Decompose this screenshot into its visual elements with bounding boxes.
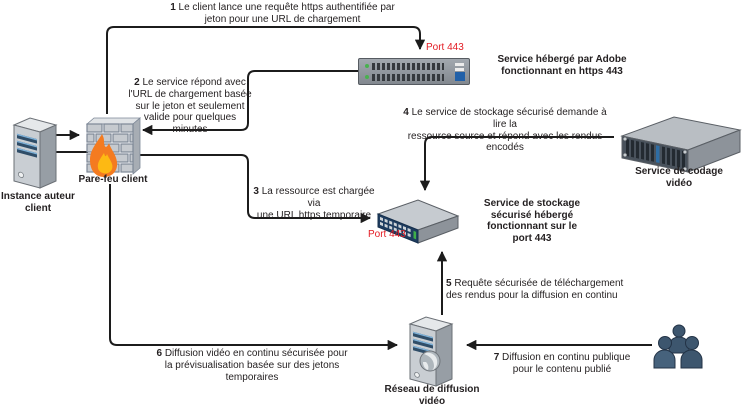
coding-rack-server-icon [612,114,748,174]
switch-slot [455,63,464,66]
adobe-label: Service hébergé par Adobe fonctionnant e… [497,54,627,77]
author-tower-server-icon [8,110,62,190]
storage-network-switch-icon [374,196,462,248]
cdn-globe-server-icon [404,310,460,388]
adobe-rack-switch-icon [358,58,470,85]
switch-led [365,64,369,68]
annotation-3: 3 La ressource est chargée via une URL h… [253,186,375,221]
arrow-6-path [109,184,399,351]
cdn-label: Réseau de diffusion vidéo [384,384,480,407]
firewall-flame-icon [83,112,141,182]
author-label: Instance auteur client [1,191,75,214]
annotation-7: 7 Diffusion en continu publique pour le … [493,352,631,375]
storage-port-label: Port 443 [368,229,406,240]
annotation-5: 5 Requête sécurisée de téléchargement de… [446,278,624,301]
switch-port-row [372,63,444,70]
annotation-4: 4 Le service de stockage sécurisé demand… [403,107,607,154]
switch-uplink-port [455,72,465,81]
adobe-port-label: Port 443 [426,42,464,53]
switch-port-row [372,74,444,81]
arrow-1-path [106,26,426,114]
annotation-2: 2 Le service répond avec l'URL de charge… [128,77,252,136]
switch-slot [455,68,464,71]
user-group-icon [652,322,706,376]
switch-led [365,75,369,79]
coding-label: Service de codage vidéo [635,166,723,189]
arrow-2-path [141,70,358,136]
annotation-1: 1 Le client lance une requête https auth… [170,2,395,25]
firewall-label: Pare-feu client [78,174,148,185]
arrow-4-path [419,136,614,192]
storage-label: Service de stockage sécurisé hébergé fon… [483,198,581,244]
annotation-6: 6 Diffusion vidéo en continu sécurisée p… [156,348,348,383]
arrow-3-path [137,154,372,224]
